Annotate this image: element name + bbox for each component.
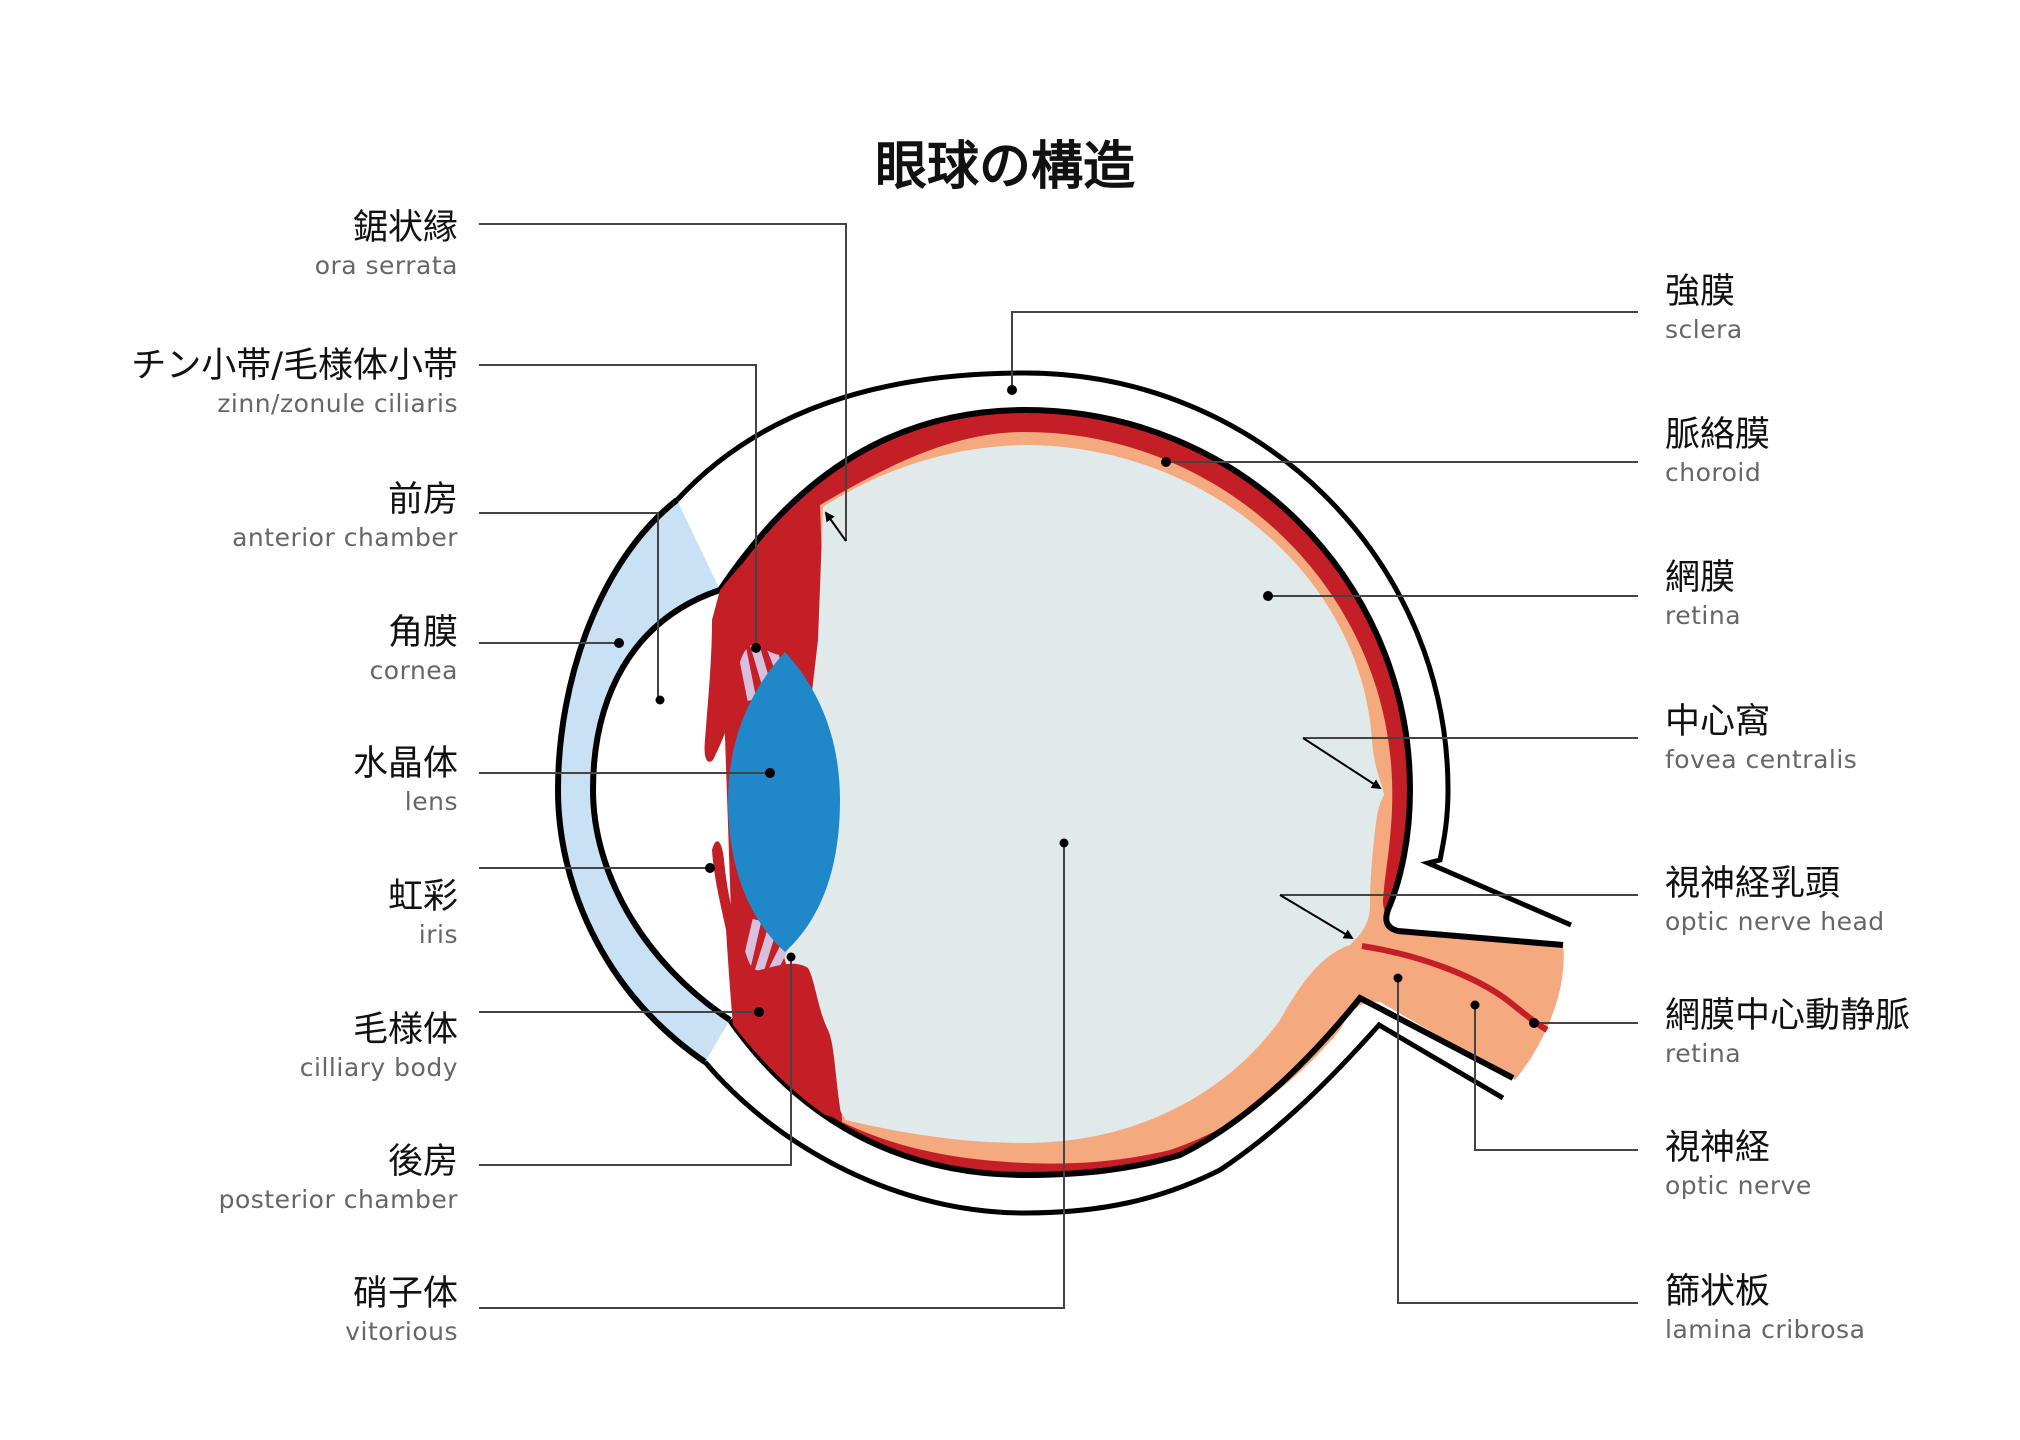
label-choroid: 脈絡膜 choroid [1665, 413, 2005, 489]
label-jp: チン小帯/毛様体小帯 [131, 346, 458, 386]
label-optic-nerve: 視神経 optic nerve [1665, 1126, 2005, 1202]
label-en: retina [1665, 601, 1742, 630]
label-jp: 毛様体 [352, 1010, 458, 1050]
ciliary-body-lower [712, 841, 842, 1120]
label-en: iris [418, 920, 458, 949]
leader-optic-nerve [1474, 1005, 1638, 1151]
label-lamina-cribrosa: 篩状板 lamina cribrosa [1665, 1270, 2005, 1346]
arrow-ora-serrata [824, 511, 847, 542]
label-jp: 虹彩 [387, 877, 458, 917]
sclera-inner-lower [727, 994, 1515, 1179]
label-posterior-chamber: 後房 posterior chamber [0, 1140, 458, 1216]
dot-choroid [1161, 457, 1171, 467]
dot-lamina [1393, 973, 1403, 983]
label-anterior-chamber: 前房 anterior chamber [0, 478, 458, 554]
label-en: retina [1665, 1039, 1742, 1068]
label-en: sclera [1665, 315, 1743, 344]
label-iris: 虹彩 iris [0, 875, 458, 951]
label-en: zinn/zonule ciliaris [217, 389, 458, 418]
label-jp: 中心窩 [1665, 702, 1771, 742]
label-zonule: チン小帯/毛様体小帯 zinn/zonule ciliaris [0, 344, 458, 420]
leader-lines [479, 223, 1638, 1309]
label-jp: 視神経 [1665, 1128, 1771, 1168]
label-retina: 網膜 retina [1665, 556, 2005, 632]
leader-dots [614, 385, 1539, 1028]
ciliary-body-upper [704, 500, 818, 762]
dot-zonule [751, 643, 761, 653]
label-en: cornea [369, 656, 458, 685]
label-jp: 視神経乳頭 [1665, 864, 1841, 904]
sclera-outer-lower [703, 1021, 1505, 1216]
leader-lamina [1397, 978, 1638, 1304]
label-jp: 脈絡膜 [1665, 415, 1771, 455]
label-ora-serrata: 鋸状縁 ora serrata [0, 206, 458, 282]
label-en: optic nerve head [1665, 907, 1885, 936]
label-en: anterior chamber [232, 523, 458, 552]
label-en: cilliary body [299, 1053, 458, 1082]
label-lens: 水晶体 lens [0, 742, 458, 818]
arrows [824, 511, 1382, 940]
dot-vitreous [1059, 838, 1069, 848]
diagram-title: 眼球の構造 [874, 137, 1135, 197]
leader-sclera [1011, 311, 1638, 390]
leader-ora-serrata [479, 223, 847, 541]
label-en: posterior chamber [218, 1185, 458, 1214]
label-en: lamina cribrosa [1665, 1315, 1866, 1344]
label-jp: 網膜中心動静脈 [1665, 996, 1911, 1036]
arrow-optic-nerve-head [1279, 894, 1354, 940]
label-en: ora serrata [314, 251, 458, 280]
label-jp: 篩状板 [1665, 1272, 1771, 1312]
label-jp: 強膜 [1665, 272, 1736, 312]
label-en: fovea centralis [1665, 745, 1858, 774]
label-jp: 網膜 [1665, 558, 1736, 598]
label-en: vitorious [345, 1317, 458, 1346]
label-jp: 後房 [387, 1142, 458, 1182]
leader-posterior-chamber [479, 957, 792, 1166]
cornea-shape [558, 500, 730, 1062]
label-jp: 角膜 [387, 613, 458, 653]
dot-vessels [1529, 1018, 1539, 1028]
label-optic-nerve-head: 視神経乳頭 optic nerve head [1665, 862, 2005, 938]
dot-ciliary-body [754, 1007, 764, 1017]
dot-anterior-chamber [655, 695, 665, 705]
dot-lens [765, 768, 775, 778]
sclera-inner [717, 406, 1564, 948]
label-en: choroid [1665, 458, 1762, 487]
label-jp: 水晶体 [352, 744, 458, 784]
label-jp: 前房 [387, 480, 458, 520]
label-ciliary-body: 毛様体 cilliary body [0, 1008, 458, 1084]
dot-retina [1263, 591, 1273, 601]
lens-shape [728, 652, 840, 952]
dot-posterior-chamber [786, 952, 796, 962]
label-jp: 鋸状縁 [352, 208, 458, 248]
cornea-outline-inner [589, 587, 732, 1023]
label-vitreous: 硝子体 vitorious [0, 1272, 458, 1348]
label-sclera: 強膜 sclera [1665, 270, 2005, 346]
label-en: lens [404, 787, 458, 816]
leader-anterior-chamber [479, 512, 659, 700]
leader-zonule [479, 364, 757, 648]
label-jp: 硝子体 [352, 1274, 458, 1314]
central-retinal-vessel [1361, 943, 1549, 1033]
dot-optic-nerve [1470, 1000, 1480, 1010]
label-fovea: 中心窩 fovea centralis [1665, 700, 2005, 776]
arrow-fovea [1302, 737, 1382, 790]
label-central-retinal-vessels: 網膜中心動静脈 retina [1665, 994, 2005, 1070]
label-cornea: 角膜 cornea [0, 611, 458, 687]
vitreous-body [782, 445, 1384, 1143]
dot-sclera [1007, 385, 1017, 395]
leader-vitreous [479, 843, 1065, 1309]
label-en: optic nerve [1665, 1171, 1812, 1200]
dot-iris [705, 863, 715, 873]
cornea-outline-outer [554, 497, 707, 1065]
dot-cornea [614, 638, 624, 648]
sclera-outer [675, 370, 1572, 928]
